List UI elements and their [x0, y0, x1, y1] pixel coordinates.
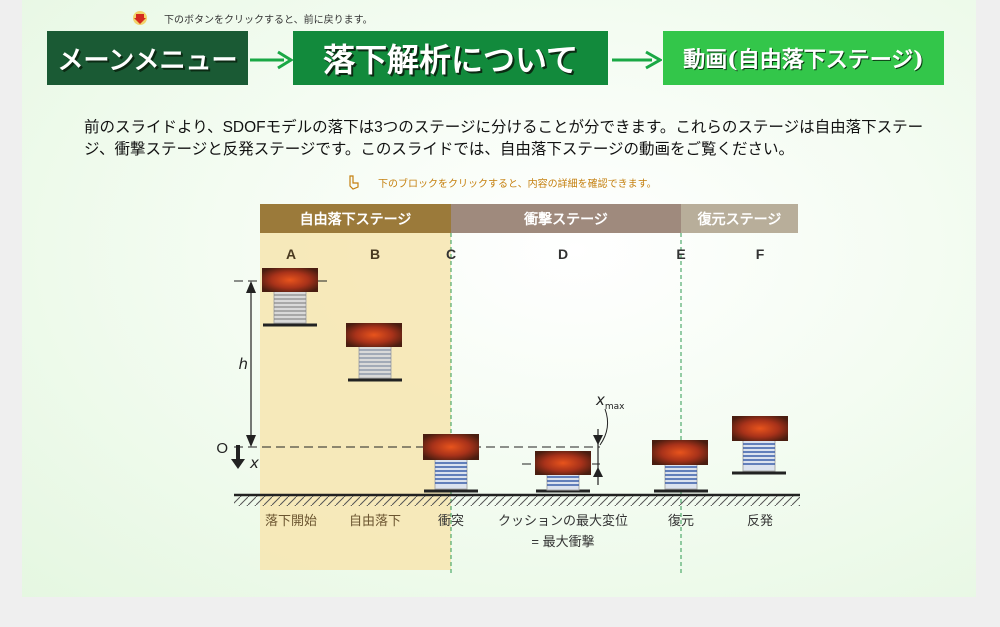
stage-impact[interactable]: 衝撃ステージ	[451, 204, 681, 233]
caption-f: 反発	[747, 513, 773, 528]
block-hint: 下のブロックをクリックすると、内容の詳細を確認できます。	[346, 174, 657, 190]
caption-d: クッションの最大変位	[498, 513, 628, 528]
caption-d-sub: = 最大衝撃	[531, 534, 594, 549]
main-menu-label: メーンメニュー	[57, 45, 238, 76]
arrow-right-icon	[250, 50, 293, 70]
stage-free-fall[interactable]: 自由落下ステージ	[260, 204, 451, 233]
arrow-right-icon	[612, 50, 662, 70]
about-drop-analysis-button[interactable]: 落下解析について	[293, 31, 608, 85]
ground-hatch	[234, 496, 800, 506]
column-label-a: A	[286, 246, 296, 262]
stage-free-fall-label: 自由落下ステージ	[299, 210, 412, 227]
symbol-origin: O	[216, 440, 228, 457]
column-label-e: E	[676, 246, 685, 262]
stage-recovery-label: 復元ステージ	[697, 210, 782, 227]
symbol-x: x	[249, 454, 259, 472]
pointing-hand-icon	[349, 175, 359, 190]
symbol-h: h	[238, 355, 248, 373]
block-hint-text: 下のブロックをクリックすると、内容の詳細を確認できます。	[378, 178, 657, 190]
column-label-f: F	[756, 246, 765, 262]
column-label-b: B	[370, 246, 380, 262]
down-arrow-icon	[133, 11, 147, 25]
back-hint: 下のボタンをクリックすると、前に戻ります。	[132, 8, 373, 28]
drop-stages-diagram: A B C D E F h O x xmax	[216, 233, 800, 573]
caption-c: 衝突	[438, 513, 464, 528]
mass-spring-a	[262, 268, 318, 327]
video-free-fall-label: 動画(自由落下ステージ)	[683, 47, 924, 73]
stage-recovery[interactable]: 復元ステージ	[681, 204, 798, 233]
caption-b: 自由落下	[349, 513, 401, 528]
mass-spring-c	[423, 434, 479, 493]
column-label-c: C	[446, 246, 456, 262]
caption-e: 復元	[668, 513, 694, 528]
mass-spring-f	[732, 416, 788, 475]
video-free-fall-button[interactable]: 動画(自由落下ステージ)	[663, 31, 944, 85]
about-drop-analysis-label: 落下解析について	[322, 41, 579, 79]
mass-spring-b	[346, 323, 402, 382]
caption-a: 落下開始	[265, 513, 317, 528]
stage-impact-label: 衝撃ステージ	[524, 210, 608, 227]
mass-spring-e	[652, 440, 708, 493]
column-label-d: D	[558, 246, 568, 262]
back-hint-text: 下のボタンをクリックすると、前に戻ります。	[164, 14, 373, 26]
main-menu-button[interactable]: メーンメニュー	[47, 31, 248, 85]
intro-paragraph: 前のスライドより、SDOFモデルの落下は3つのステージに分けることが分できます。…	[84, 119, 924, 158]
symbol-xmax: xmax	[595, 391, 625, 412]
mass-spring-d	[535, 451, 591, 493]
